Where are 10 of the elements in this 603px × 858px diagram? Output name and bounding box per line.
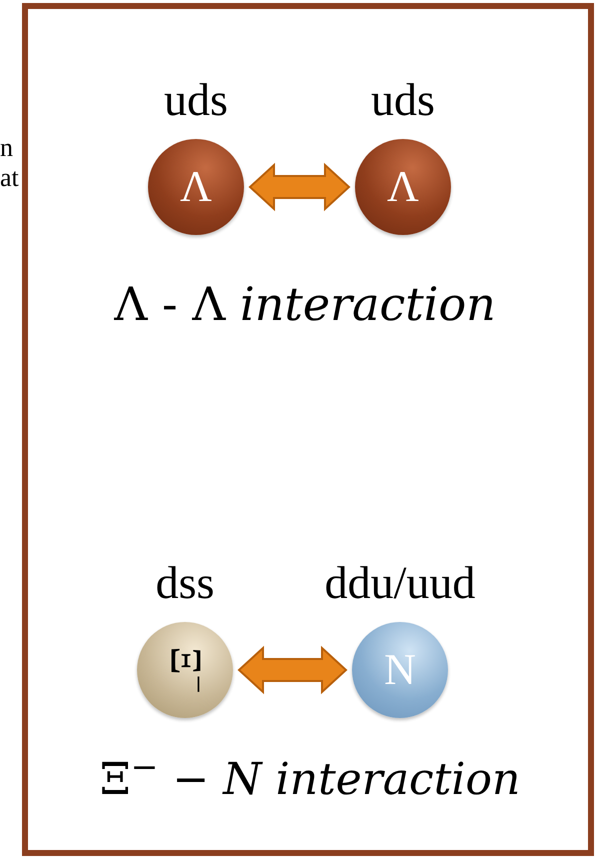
interaction-caption: Λ - Λ interaction [113,276,497,333]
quark-content: uds [163,77,229,123]
quark-content: dss [154,560,216,606]
double-arrow [248,162,350,212]
interaction-caption: Ξ$^{−}$ − N interaction [98,752,522,807]
cut-off-text: n [0,132,14,164]
cut-off-text: at [0,162,20,194]
double-arrow [238,646,348,694]
quark-content: ddu/uud [324,560,476,606]
quark-content: uds [370,77,436,123]
